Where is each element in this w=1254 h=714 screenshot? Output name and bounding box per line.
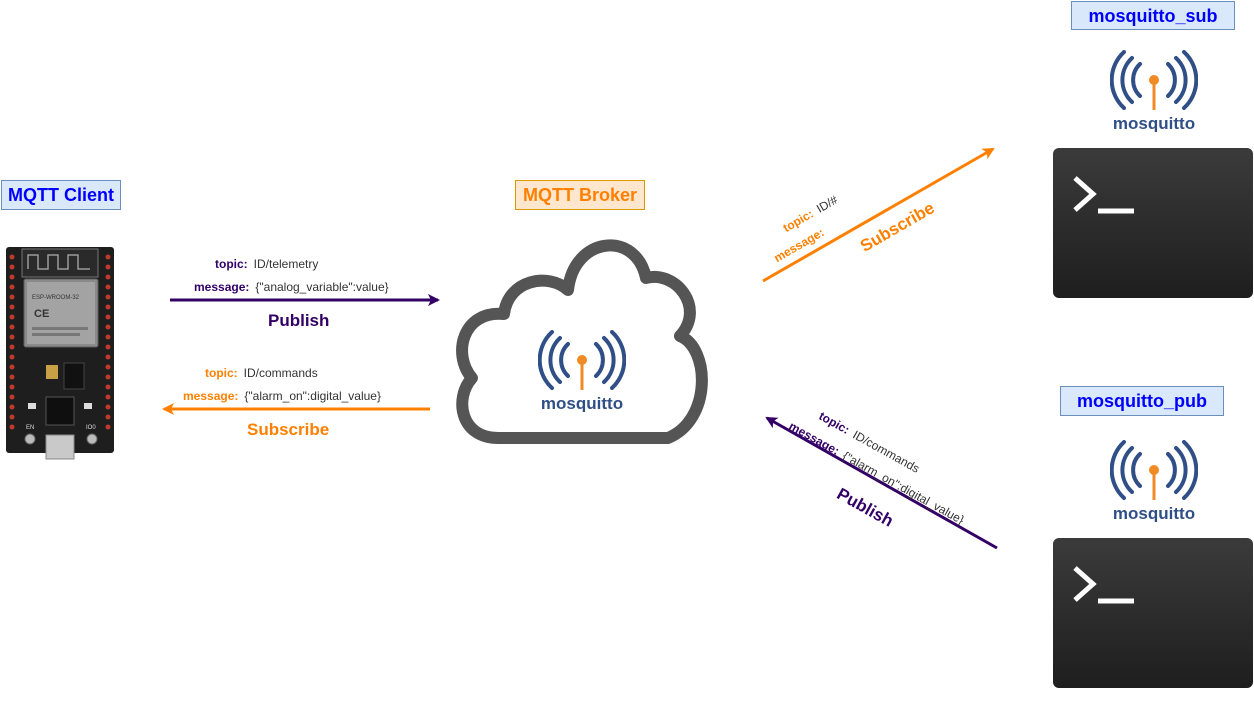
logo-text-broker: mosquitto [541,394,623,412]
svg-text:CE: CE [34,308,49,320]
topic-key: topic: [215,257,248,271]
mosquitto-logo-pub: mosquitto [1110,440,1198,522]
client-publish-message: message: {"analog_variable":value} [194,280,389,294]
terminal-prompt-icon [1073,566,1134,604]
esp32-board: ESP-WROOM-32 CE EN IO0 [6,247,114,460]
terminal-prompt-icon [1073,176,1134,214]
logo-text-pub: mosquitto [1113,504,1195,522]
pub-publish-arrow [765,416,998,550]
message-value: {"analog_variable":value} [255,280,389,294]
mqtt-client-label: MQTT Client [1,180,121,210]
mqtt-broker-label: MQTT Broker [515,180,645,210]
terminal-sub [1053,148,1253,298]
mosquitto-sub-label: mosquitto_sub [1071,1,1235,30]
client-subscribe-verb: Subscribe [247,420,330,439]
sub-subscribe-arrow [762,147,995,283]
mosquitto-logo-sub: mosquitto [1110,50,1198,132]
module-text: ESP-WROOM-32 [32,295,80,301]
broker-cloud [456,239,708,444]
client-publish-verb: Publish [268,311,330,330]
topic-key: topic: [205,366,238,380]
message-key: message: [183,389,239,403]
mosquitto-logo-broker: mosquitto [538,330,626,412]
topic-value: ID/telemetry [253,257,319,271]
button-io0-label: IO0 [86,425,96,431]
logo-text-sub: mosquitto [1113,114,1195,132]
terminal-pub [1053,538,1253,688]
client-subscribe-message: message: {"alarm_on":digital_value} [183,389,381,403]
mosquitto-pub-label: mosquitto_pub [1060,386,1224,416]
message-value: {"alarm_on":digital_value} [244,389,381,403]
client-subscribe-topic: topic: ID/commands [205,366,318,380]
client-publish-topic: topic: ID/telemetry [215,257,318,271]
message-key: message: [194,280,250,294]
topic-value: ID/commands [243,366,318,380]
button-en-label: EN [26,425,34,431]
